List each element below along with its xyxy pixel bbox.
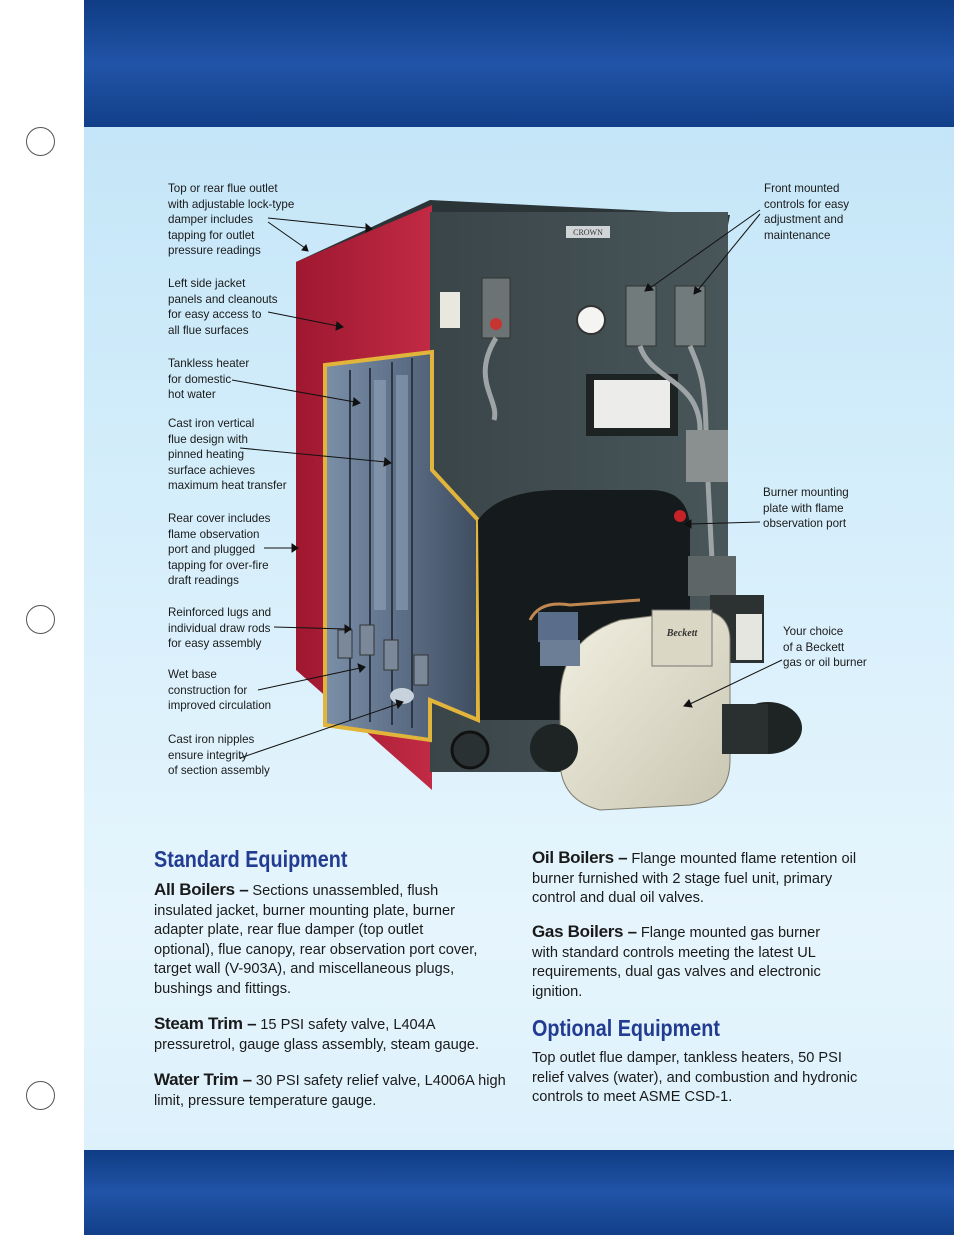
all-boilers-lead: All Boilers –	[154, 880, 249, 899]
burner-motor-body	[722, 704, 768, 754]
header-band	[84, 0, 954, 127]
water-trim-paragraph: Water Trim – 30 PSI safety relief valve,…	[154, 1070, 506, 1111]
gas-boilers-paragraph: Gas Boilers – Flange mounted gas burner …	[532, 922, 850, 1002]
steam-trim-lead: Steam Trim –	[154, 1014, 257, 1033]
steam-trim-text: 15 PSI safety valve, L404A pressuretrol,…	[154, 1017, 480, 1053]
optional-equipment-text: Top outlet flue damper, tankless heaters…	[532, 1050, 858, 1106]
callout-burner-plate: Burner mounting plate with flame observa…	[763, 486, 849, 531]
oil-boilers-lead: Oil Boilers –	[532, 848, 628, 867]
binder-hole-middle	[26, 605, 55, 634]
standard-equipment-heading: Standard Equipment	[154, 846, 348, 872]
callout-cast-iron-flue: Cast iron vertical flue design with pinn…	[168, 417, 287, 493]
burner-primary-label	[736, 614, 762, 660]
burner-blower	[530, 724, 578, 772]
control-middle	[625, 285, 657, 347]
callout-beckett-burner: Your choice of a Beckett gas or oil burn…	[783, 625, 867, 670]
oil-boilers-paragraph: Oil Boilers – Flange mounted flame reten…	[532, 848, 878, 909]
callout-front-controls: Front mounted controls for easy adjustme…	[764, 182, 850, 242]
callout-flue-outlet: Top or rear flue outlet with adjustable …	[168, 182, 295, 258]
water-trim-lead: Water Trim –	[154, 1070, 252, 1089]
flue-pins	[374, 375, 408, 610]
all-boilers-paragraph: All Boilers – Sections unassembled, flus…	[154, 880, 484, 1000]
binder-hole-bottom	[26, 1081, 55, 1110]
callout-tankless-heater: Tankless heater for domestic hot water	[168, 357, 250, 402]
fuel-line	[528, 598, 641, 621]
observation-port	[674, 510, 686, 522]
gas-valve-2	[540, 640, 580, 666]
callout-rear-cover: Rear cover includes flame observation po…	[168, 512, 271, 588]
junction-box	[686, 430, 728, 482]
callout-wet-base: Wet base construction for improved circu…	[168, 668, 272, 713]
footer-band	[84, 1150, 954, 1235]
steam-trim-paragraph: Steam Trim – 15 PSI safety valve, L404A …	[154, 1014, 506, 1055]
brand-plate	[566, 226, 610, 238]
return-port	[450, 730, 490, 770]
all-boilers-text: Sections unassembled, flush insulated ja…	[154, 883, 478, 997]
oil-boilers-text: Flange mounted flame retention oil burne…	[532, 851, 857, 907]
draw-lugs	[337, 624, 429, 686]
callout-cast-iron-nipples: Cast iron nipples ensure integrity of se…	[168, 733, 270, 778]
burner-control-box	[688, 556, 736, 596]
gas-boilers-text: Flange mounted gas burner with standard …	[532, 925, 821, 1000]
gas-valve	[538, 612, 578, 642]
leader-lines	[231, 209, 783, 759]
label-sticker	[440, 292, 460, 328]
burner-logo: Beckett	[666, 628, 699, 639]
control-right	[674, 285, 706, 347]
gas-boilers-lead: Gas Boilers –	[532, 922, 637, 941]
control-left-knob	[490, 318, 502, 330]
water-trim-text: 30 PSI safety relief valve, L4006A high …	[154, 1073, 506, 1109]
primary-control-label	[594, 380, 670, 428]
pressure-gauge	[576, 305, 606, 335]
conduit	[482, 336, 715, 561]
burner-air-tube	[651, 609, 713, 667]
brand-plate-text: CROWN	[573, 228, 603, 237]
optional-equipment-heading: Optional Equipment	[532, 1015, 720, 1041]
binder-hole-top	[26, 127, 55, 156]
callout-left-jacket: Left side jacket panels and cleanouts fo…	[168, 277, 278, 337]
callout-reinforced-lugs: Reinforced lugs and individual draw rods…	[168, 606, 272, 651]
